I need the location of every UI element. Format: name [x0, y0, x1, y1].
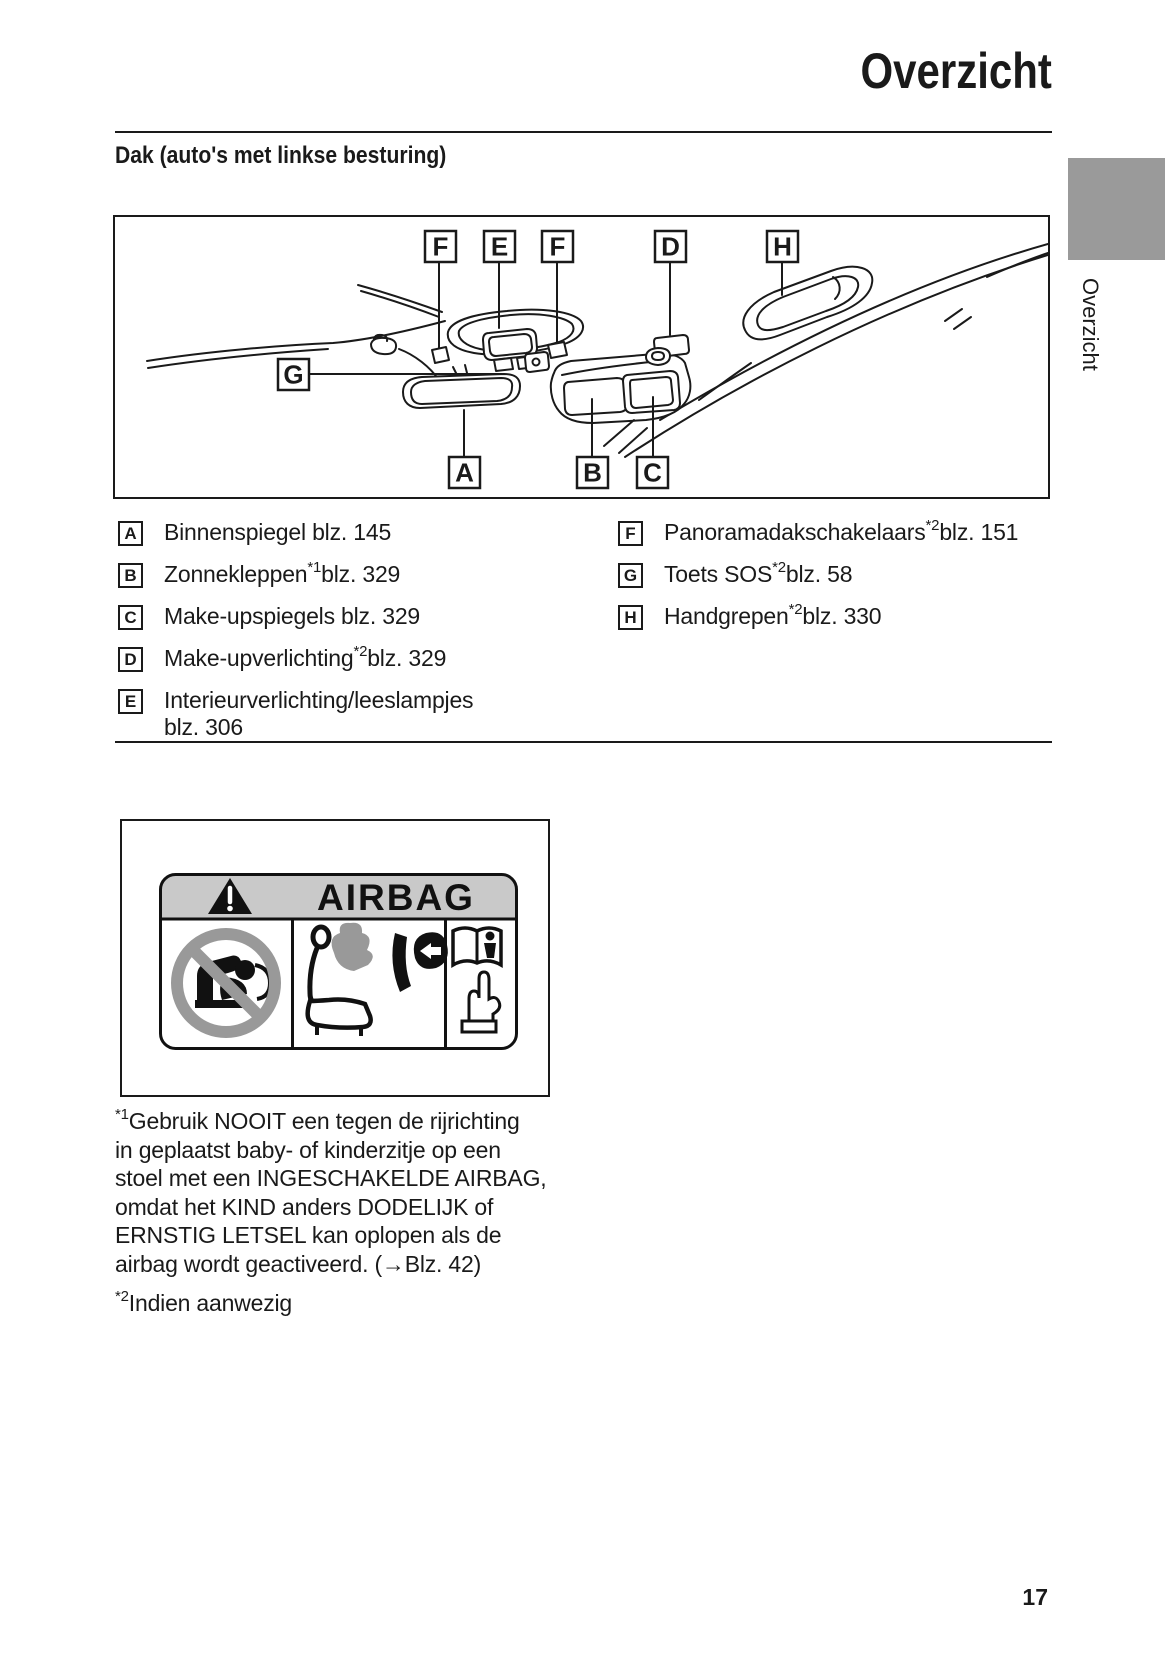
roof-diagram-art: F E F D H G A B C [146, 229, 1049, 490]
diagram-label-box-f2 [540, 229, 575, 264]
roof-diagram: F E F D H G A B C [113, 215, 1050, 499]
diagram-label-box-a [447, 455, 482, 490]
legend-letter-box: G [618, 563, 643, 588]
legend-text-main: Zonnekleppen [164, 561, 308, 587]
owners-manual-icon [451, 926, 503, 1034]
legend-text-main: Handgrepen [664, 603, 789, 629]
legend-text-main: Binnenspiegel blz. 145 [164, 519, 392, 545]
legend-footnote-marker: *1 [307, 559, 322, 577]
legend-text-main: Interieurverlichting/leeslampjes blz. 30… [164, 687, 474, 740]
section-heading: Dak (auto's met linkse besturing) [115, 142, 447, 169]
legend-text: Make-upspiegels blz. 329 [164, 603, 420, 630]
legend-letter-box: F [618, 521, 643, 546]
airbag-warning-label: AIRBAG [159, 873, 518, 1050]
legend-text: Panoramadakschakelaars*2blz. 151 [664, 517, 1019, 546]
legend-letter-box: B [118, 563, 143, 588]
legend-text: Binnenspiegel blz. 145 [164, 519, 391, 546]
diagram-label-box-e [482, 229, 517, 264]
legend-letter-box: D [118, 647, 143, 672]
diagram-label-b: B [583, 458, 602, 488]
page-number: 17 [1022, 1584, 1048, 1610]
diagram-label-box-h [765, 229, 800, 264]
legend-text: Toets SOS*2blz. 58 [664, 559, 853, 588]
footnote-2: *2Indien aanwezig [115, 1289, 292, 1318]
diagram-label-f2: F [550, 232, 566, 262]
footnote-2-text: Indien aanwezig [128, 1290, 293, 1316]
legend-item-g: G Toets SOS*2blz. 58 [618, 559, 1018, 588]
legend-text: Zonnekleppen*1blz. 329 [164, 559, 401, 588]
title-rule [115, 131, 1052, 133]
diagram-label-box-g [276, 357, 311, 392]
footnote-2-marker: *2 [115, 1288, 129, 1306]
section-divider [115, 741, 1052, 743]
page-title: Overzicht [860, 43, 1052, 99]
diagram-label-box-f1 [423, 229, 458, 264]
legend-text-main: Make-upverlichting [164, 645, 354, 671]
legend-text-main: Toets SOS [664, 561, 773, 587]
diagram-label-g: G [283, 360, 303, 390]
legend-text: Interieurverlichting/leeslampjes blz. 30… [164, 687, 474, 741]
diagram-label-c: C [643, 458, 662, 488]
airbag-label-text: AIRBAG [317, 877, 475, 918]
chapter-tab-marker [1068, 158, 1165, 260]
diagram-label-e: E [491, 232, 508, 262]
legend-item-c: C Make-upspiegels blz. 329 [118, 603, 473, 630]
legend-text: Make-upverlichting*2blz. 329 [164, 643, 447, 672]
legend-page-ref: blz. 330 [802, 603, 882, 629]
airbag-deploy-icon [305, 922, 448, 1036]
legend-text-main: Make-upspiegels blz. 329 [164, 603, 421, 629]
diagram-label-h: H [773, 232, 792, 262]
diagram-label-f1: F [433, 232, 449, 262]
airbag-warning-figure: AIRBAG [120, 819, 550, 1097]
legend-text-main: Panoramadakschakelaars [664, 519, 926, 545]
chapter-tab-label: Overzicht [1078, 278, 1103, 371]
legend-footnote-marker: *2 [788, 601, 803, 619]
legend-footnote-marker: *2 [925, 517, 940, 535]
diagram-label-box-d [653, 229, 688, 264]
warning-triangle-icon [208, 878, 252, 914]
legend-page-ref: blz. 329 [367, 645, 447, 671]
legend-footnote-marker: *2 [772, 559, 786, 577]
diagram-label-a: A [455, 458, 474, 488]
legend-item-a: A Binnenspiegel blz. 145 [118, 519, 473, 546]
no-child-seat-icon [171, 928, 281, 1038]
legend-letter-box: C [118, 605, 143, 630]
legend-item-e: E Interieurverlichting/leeslampjes blz. 3… [118, 687, 474, 741]
legend-letter-box: A [118, 521, 143, 546]
footnote-1-text: Gebruik NOOIT een tegen de rijrichting i… [115, 1108, 547, 1277]
legend-letter-box: H [618, 605, 643, 630]
footnote-1-marker: *1 [115, 1106, 129, 1124]
legend-item-h: H Handgrepen*2blz. 330 [618, 601, 1018, 630]
footnote-1: *1Gebruik NOOIT een tegen de rijrichting… [115, 1107, 585, 1278]
diagram-label-box-c [635, 455, 670, 490]
diagram-label-d: D [661, 232, 680, 262]
diagram-label-box-b [575, 455, 610, 490]
legend-page-ref: blz. 58 [785, 561, 853, 587]
legend-item-b: B Zonnekleppen*1blz. 329 [118, 559, 473, 588]
legend-text: Handgrepen*2blz. 330 [664, 601, 882, 630]
legend-letter-box: E [118, 689, 143, 714]
legend-page-ref: blz. 329 [321, 561, 401, 587]
legend-footnote-marker: *2 [353, 643, 368, 661]
legend-page-ref: blz. 151 [939, 519, 1019, 545]
legend-item-f: F Panoramadakschakelaars*2blz. 151 [618, 517, 1019, 546]
legend-item-d: D Make-upverlichting*2blz. 329 [118, 643, 473, 672]
